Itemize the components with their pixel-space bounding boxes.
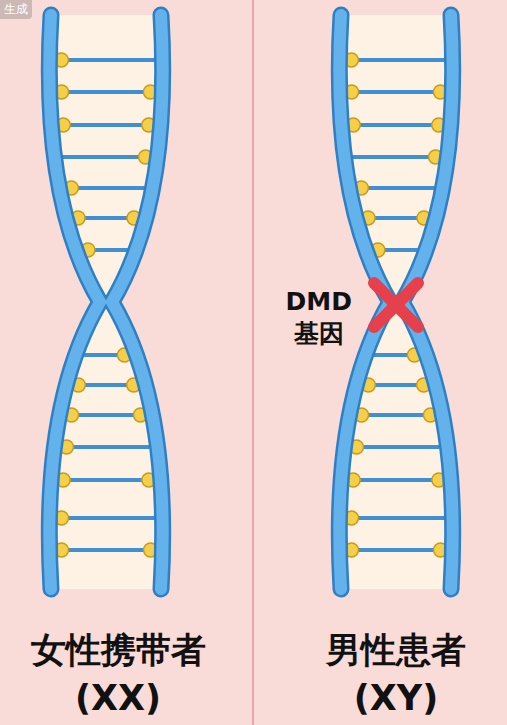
strand-outline	[402, 15, 453, 589]
gene-label: DMD 基因	[286, 286, 352, 351]
base-pair	[352, 445, 439, 449]
strand	[402, 15, 453, 589]
watermark: 生成	[0, 0, 32, 19]
rungs	[344, 53, 447, 557]
divider-line	[252, 0, 254, 725]
base-pair	[347, 58, 444, 62]
caption-sub: (XY)	[354, 678, 438, 718]
base-pair	[62, 445, 149, 449]
base-pair	[57, 58, 154, 62]
gene-mark	[374, 283, 418, 327]
base-pair	[347, 548, 444, 552]
chromosome-fill	[339, 15, 452, 589]
caption-sub: (XX)	[75, 678, 161, 718]
base-pair	[57, 516, 154, 520]
caption-title: 女性携带者	[31, 630, 206, 670]
base-pair	[349, 478, 443, 482]
base-pair	[347, 516, 444, 520]
chromosome-fill	[49, 15, 162, 589]
base-pair	[349, 123, 443, 127]
base-pair	[57, 548, 154, 552]
strand	[112, 15, 163, 589]
caption-title: 男性患者	[326, 630, 466, 670]
base-pair	[58, 90, 155, 94]
base-pair	[352, 155, 439, 159]
strand-outline	[49, 15, 100, 589]
base-pair	[59, 123, 153, 127]
gene-mark	[374, 283, 418, 327]
base-pair	[59, 478, 153, 482]
gene-mark	[374, 283, 418, 327]
strand	[49, 15, 100, 589]
base-pair	[348, 90, 445, 94]
strand-outline	[112, 15, 163, 589]
base-pair	[62, 155, 149, 159]
